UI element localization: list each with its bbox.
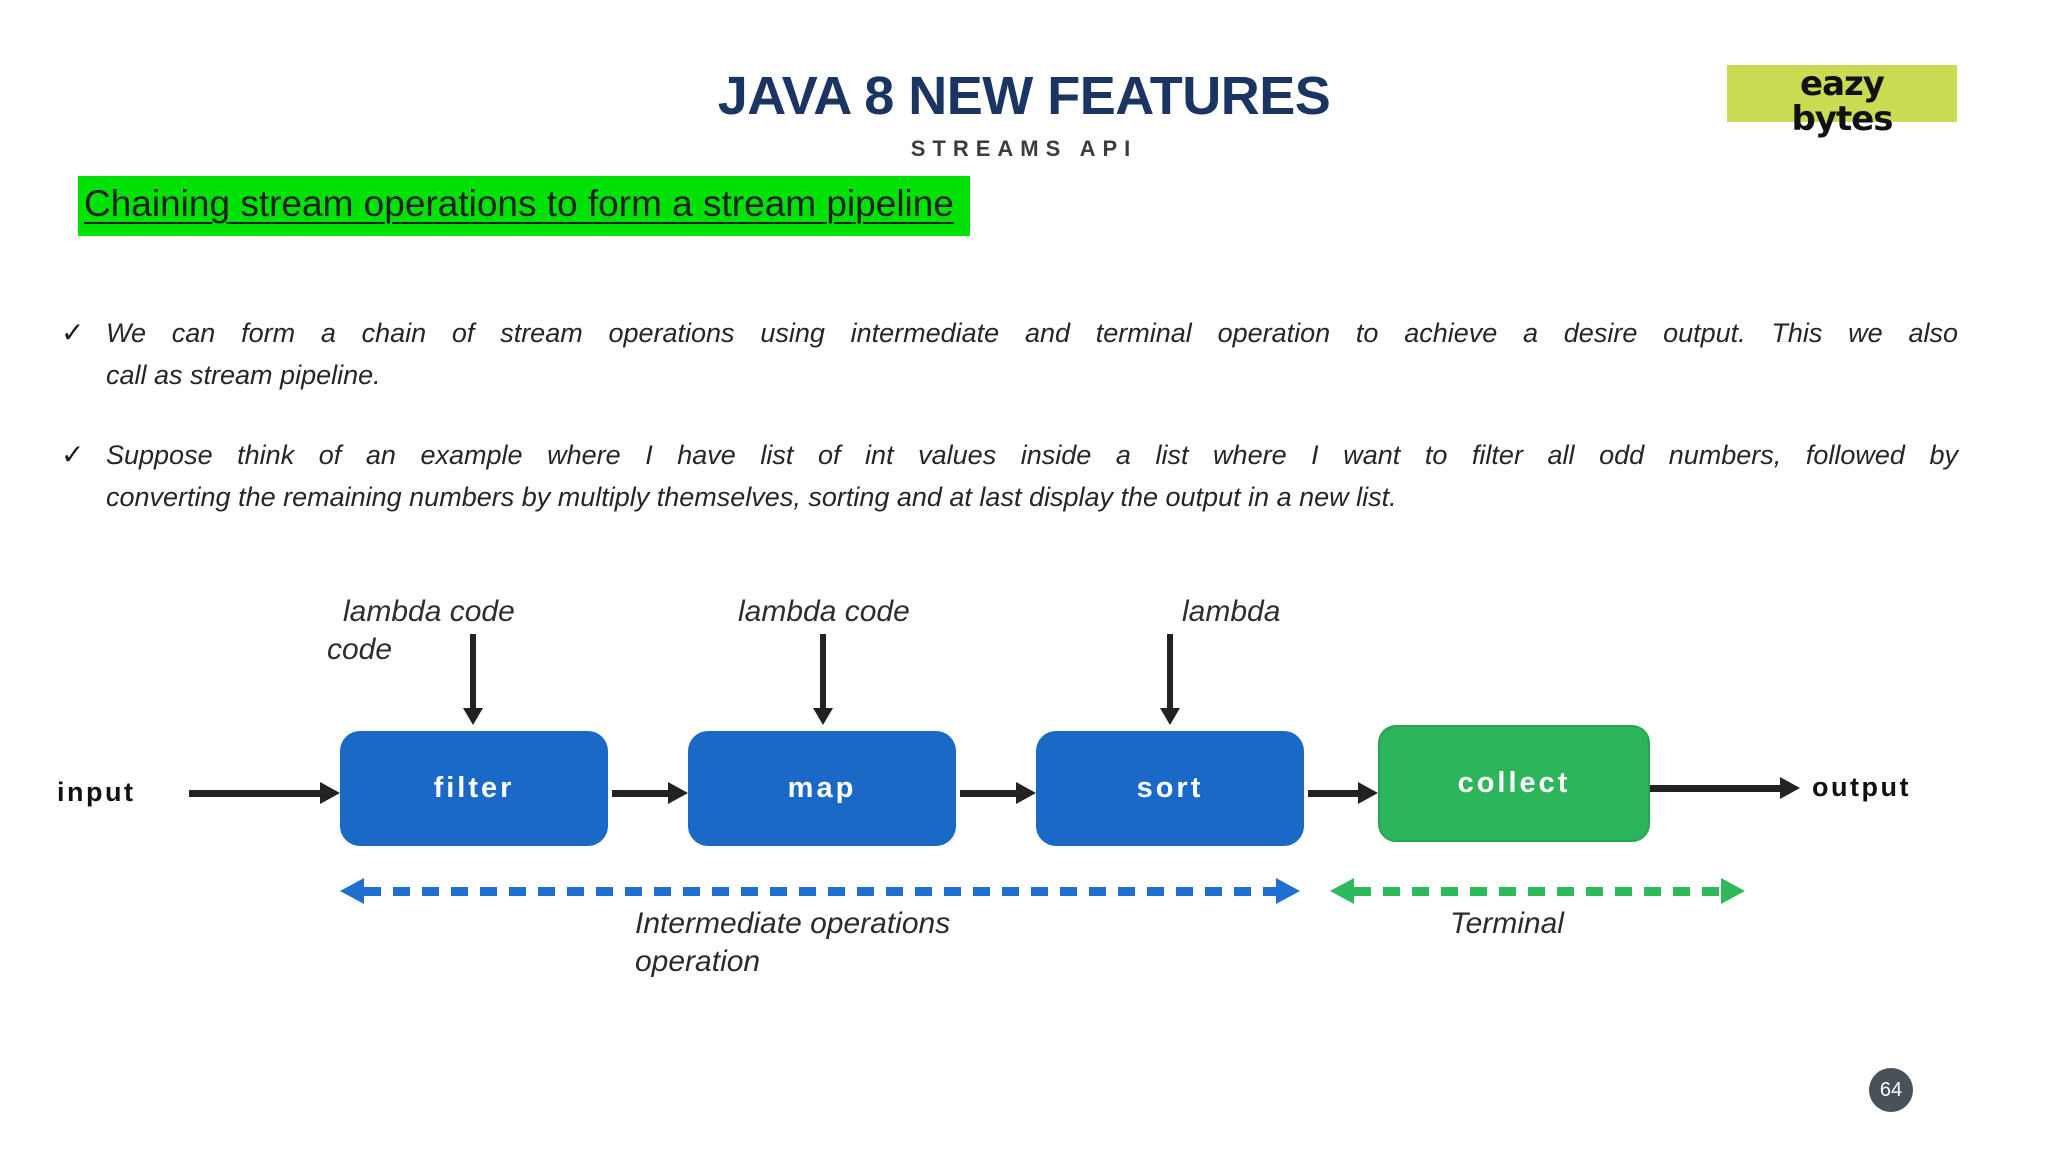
lambda-label-sort: lambda	[1182, 593, 1280, 631]
bullet-line: call as stream pipeline.	[106, 360, 381, 390]
down-arrow-icon	[1160, 634, 1180, 725]
right-arrow-icon	[1308, 782, 1378, 804]
slide-title: JAVA 8 NEW FEATURES	[717, 66, 1331, 126]
logo-line1: eazy	[1800, 64, 1885, 104]
lambda-label-map: lambda code	[738, 593, 910, 631]
eazy-bytes-logo: eazy bytes	[1727, 64, 1957, 137]
check-icon: ✓	[61, 317, 85, 348]
span-label-line: Terminal	[1450, 907, 1564, 940]
down-arrow-icon	[463, 634, 483, 725]
page-number-badge: 64	[1869, 1068, 1913, 1112]
output-label: output	[1812, 772, 1911, 802]
terminal-label: Terminal	[1450, 905, 1564, 943]
right-arrow-icon	[189, 782, 340, 804]
intermediate-operations-label: Intermediate operations operation	[635, 905, 950, 981]
lambda-label-line: lambda code	[343, 595, 515, 628]
input-label: input	[57, 777, 136, 807]
right-arrow-icon	[960, 782, 1036, 804]
bullet-stream-pipeline: ✓ We can form a chain of stream operatio…	[61, 312, 1958, 396]
bullet-line: We can form a chain of stream operations…	[106, 318, 1958, 348]
stage-box-sort: sort	[1036, 731, 1304, 846]
span-label-line: Intermediate operations	[635, 907, 951, 940]
stage-box-filter: filter	[340, 731, 608, 846]
lambda-label-line: lambda	[1182, 595, 1281, 628]
check-icon: ✓	[61, 439, 85, 470]
lambda-label-line: lambda code	[738, 595, 910, 628]
down-arrow-icon	[813, 634, 833, 725]
lambda-label-filter: lambda code code	[327, 593, 515, 669]
lambda-label-line: code	[327, 633, 393, 666]
bullet-line: converting the remaining numbers by mult…	[106, 482, 1397, 512]
stage-box-collect: collect	[1378, 725, 1650, 842]
bullet-line: Suppose think of an example where I have…	[106, 440, 1958, 470]
intermediate-range-arrow-icon	[340, 878, 1300, 904]
right-arrow-icon	[1650, 777, 1800, 799]
section-heading: Chaining stream operations to form a str…	[78, 176, 970, 236]
terminal-range-arrow-icon	[1330, 878, 1745, 904]
right-arrow-icon	[612, 782, 688, 804]
slide-subtitle: STREAMS API	[910, 136, 1138, 161]
bullet-example: ✓ Suppose think of an example where I ha…	[61, 434, 1958, 518]
logo-line2: bytes	[1791, 99, 1893, 139]
span-label-line: operation	[635, 945, 761, 978]
stage-box-map: map	[688, 731, 956, 846]
